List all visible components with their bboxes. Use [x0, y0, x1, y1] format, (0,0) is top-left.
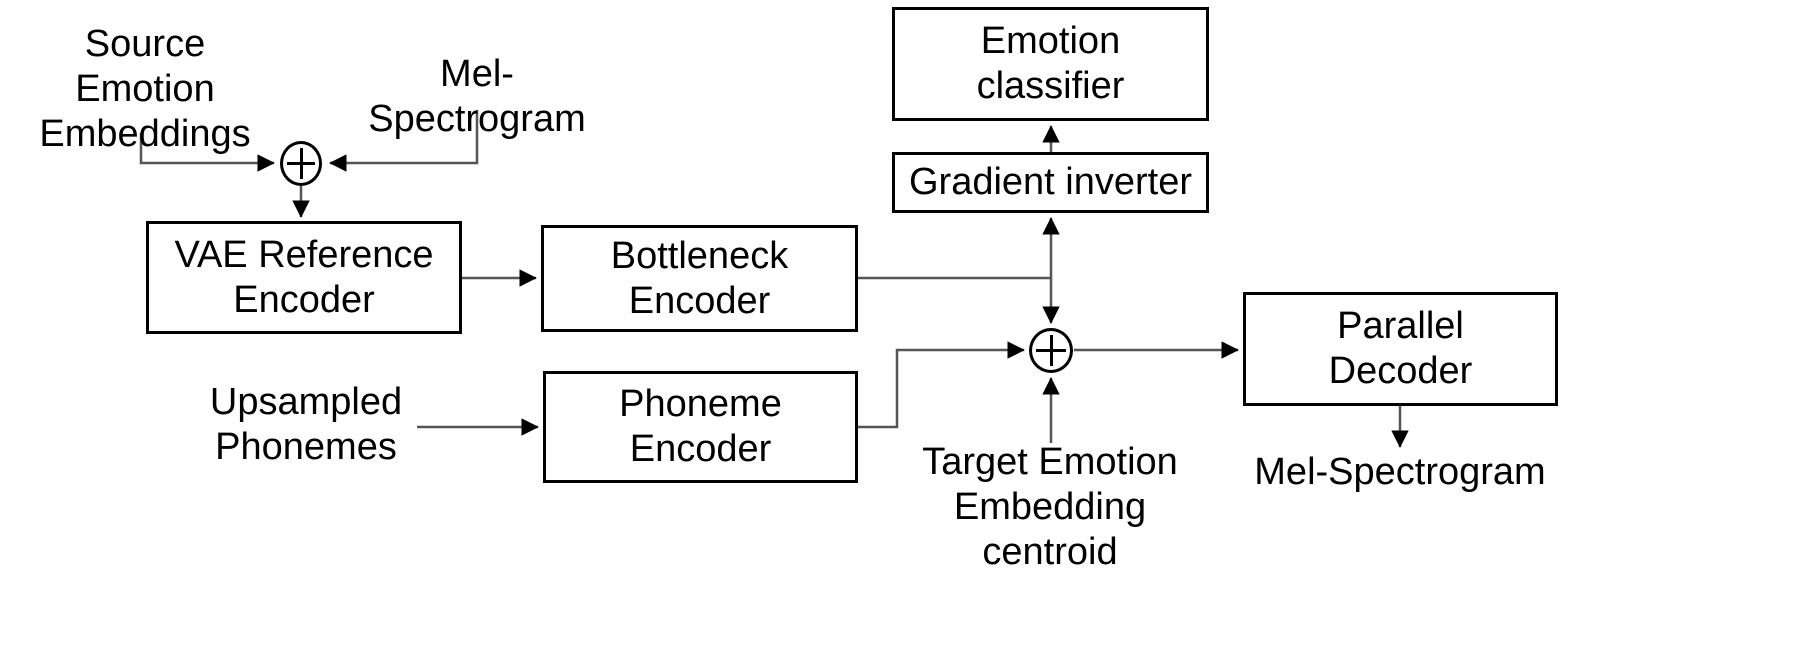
label-upsampled-phonemes: Upsampled Phonemes [209, 381, 403, 468]
node-gradient-inverter[interactable]: Gradient inverter [892, 152, 1209, 213]
node-vae-reference-encoder[interactable]: VAE Reference Encoder [146, 221, 462, 334]
sum-operator-middle-icon [1029, 328, 1073, 373]
node-phoneme-encoder[interactable]: Phoneme Encoder [543, 371, 858, 483]
label-target-emotion-embedding-centroid: Target Emotion Embedding centroid [922, 441, 1178, 573]
label-output-mel-spectrogram: Mel-Spectrogram [1254, 451, 1546, 493]
label-source-emotion-embeddings: Source Emotion Embeddings [39, 23, 251, 155]
node-parallel-decoder[interactable]: Parallel Decoder [1243, 292, 1558, 406]
sum-operator-top-icon [280, 141, 322, 186]
node-bottleneck-encoder[interactable]: Bottleneck Encoder [541, 225, 858, 332]
edge-phoneme-encoder-to-sum-mid [858, 341, 1025, 429]
node-emotion-classifier[interactable]: Emotion classifier [892, 7, 1209, 121]
edge-bottleneck-to-gradient-inverter [858, 217, 1060, 280]
label-input-mel-spectrogram: Mel-Spectrogram [368, 53, 586, 140]
